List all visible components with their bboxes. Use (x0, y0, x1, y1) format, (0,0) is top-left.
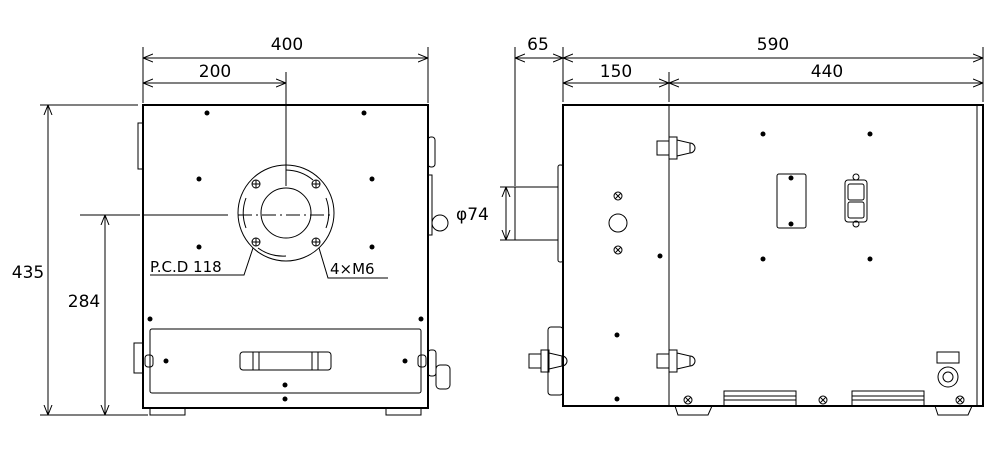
flange-depth-label: 65 (527, 35, 549, 55)
foot (385, 407, 422, 416)
side-housing (562, 104, 984, 407)
screw-cross-icon (613, 245, 623, 255)
screw-cross-icon (613, 191, 623, 201)
height-dimension: 435 (12, 105, 48, 415)
screw-dot (402, 358, 408, 364)
left-latch (137, 122, 144, 170)
screw-cross-icon (955, 395, 965, 405)
screw-dot (867, 256, 873, 262)
rear-section-dimension: 440 (669, 62, 983, 83)
bolt-label: 4×M6 (330, 260, 375, 278)
screw-dot (361, 110, 367, 116)
total-depth-dimension: 590 (563, 35, 983, 58)
screw-dot (788, 221, 794, 227)
outlet (844, 173, 868, 228)
foot (934, 405, 973, 416)
bolt-callout: 4×M6 (318, 247, 388, 279)
side-knob (431, 214, 449, 232)
center-dimension: 200 (143, 62, 286, 83)
width-dim-label: 400 (271, 35, 303, 55)
screw-dot (418, 316, 424, 322)
bolt-hole-icon (251, 179, 261, 189)
flange (237, 164, 335, 262)
screw-dot (760, 131, 766, 137)
screw-dot (204, 110, 210, 116)
screw-dot (788, 175, 794, 181)
bolt-hole-icon (311, 237, 321, 247)
front-view: 400 200 435 284 (12, 35, 451, 416)
label-plate (936, 351, 960, 364)
screw-dot (369, 244, 375, 250)
center-height-dim-label: 284 (68, 292, 100, 312)
flange-depth-dimension: 65 (515, 35, 563, 58)
screw-dot (614, 332, 620, 338)
port-hole (608, 213, 628, 233)
ground-terminal (937, 366, 959, 388)
cable-gland (427, 349, 437, 377)
screw-dot (657, 253, 663, 259)
side-flange-edge (427, 174, 433, 236)
latch-connector (656, 349, 696, 373)
screw-dot (760, 256, 766, 262)
front-section-label: 150 (600, 62, 632, 82)
screw-dot (282, 396, 288, 402)
total-depth-label: 590 (757, 35, 789, 55)
port-tube (514, 186, 559, 241)
screw-dot (282, 382, 288, 388)
bolt-hole-icon (251, 237, 261, 247)
lower-panel (149, 328, 422, 394)
right-latch (427, 136, 436, 168)
vent-slots (723, 390, 925, 407)
cover-plate (776, 173, 807, 229)
height-dim-label: 435 (12, 263, 44, 283)
latch-connector (528, 349, 568, 373)
screw-dot (147, 316, 153, 322)
screw-dot (369, 176, 375, 182)
handle (239, 351, 332, 371)
foot (149, 407, 186, 416)
front-housing (142, 104, 429, 409)
pcd-callout: P.C.D 118 (150, 247, 254, 276)
latch-connector (656, 136, 696, 160)
pcd-label: P.C.D 118 (150, 258, 222, 276)
center-height-dimension: 284 (68, 215, 105, 415)
screw-dot (196, 244, 202, 250)
port-diameter-label: φ74 (456, 205, 489, 225)
width-dimension: 400 (143, 35, 428, 58)
bolt-hole-icon (311, 179, 321, 189)
screw-cross-icon (818, 395, 828, 405)
port-diameter-dimension: φ74 (456, 187, 506, 240)
foot (674, 405, 713, 416)
screw-dot (614, 396, 620, 402)
left-hinge (133, 342, 144, 374)
screw-dot (867, 131, 873, 137)
screw-dot (163, 358, 169, 364)
center-dim-label: 200 (199, 62, 231, 82)
front-section-dimension: 150 (563, 62, 669, 83)
side-view: 65 590 150 440 φ74 (456, 35, 984, 416)
rear-section-label: 440 (811, 62, 843, 82)
screw-dot (196, 176, 202, 182)
screw-cross-icon (683, 395, 693, 405)
